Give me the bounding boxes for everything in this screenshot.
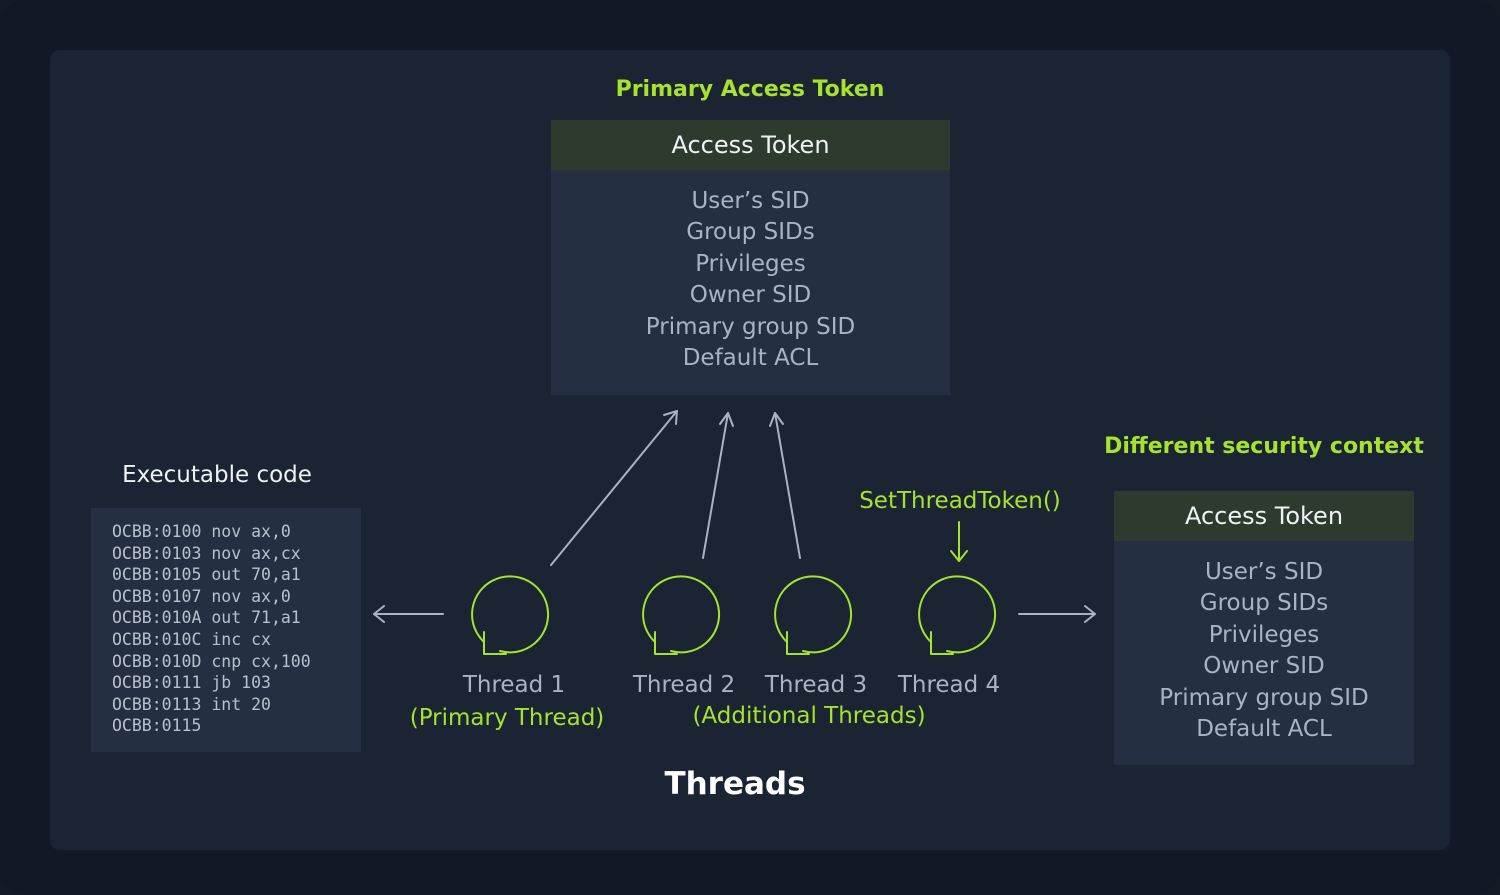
arrow-to-executable-code [373,605,444,623]
code-line: 0CBB:0105 out 70,a1 [112,565,301,585]
thread-1-label: Thread 1 [462,672,566,698]
token-field-user-sid: User’s SID [691,188,810,214]
code-line: OCBB:010D cnp cx,100 [112,651,311,671]
code-line: OCBB:0113 int 20 [112,694,271,714]
token-field-default-acl: Default ACL [1196,716,1332,743]
code-line: OCBB:0111 jb 103 [112,673,271,693]
token-field-owner-sid: Owner SID [689,282,812,309]
secondary-token-fields: User’s SID Group SIDs Privileges Owner S… [1114,541,1414,745]
token-field-group-sids: Group SIDs [686,219,815,246]
primary-token-title: Primary Access Token [615,77,885,102]
thread-4-icon [918,575,997,655]
set-thread-token-arrow [950,521,968,562]
thread-2-label: Thread 2 [632,672,736,698]
set-thread-token-label: SetThreadToken() [859,488,1061,514]
thread-3-icon [774,575,853,655]
executable-code-box: OCBB:0100 nov ax,0 OCBB:0103 nov ax,cx 0… [91,508,361,752]
token-field-privileges: Privileges [1208,621,1320,648]
arrow-to-different-context [1018,605,1096,623]
token-field-primary-group-sid: Primary group SID [1159,684,1369,711]
additional-threads-caption: (Additional Threads) [692,703,926,729]
arrow-thread3-to-token [769,412,801,559]
arrow-thread1-to-token [550,410,678,566]
token-field-user-sid: User’s SID [1204,559,1324,585]
thread-1-icon [471,575,550,655]
thread-4-label: Thread 4 [897,672,1001,698]
code-line: OCBB:010C inc cx [112,629,271,649]
code-line: OCBB:0115 [112,716,202,736]
token-field-primary-group-sid: Primary group SID [645,313,856,340]
primary-token-header: Access Token [551,120,950,170]
code-line: OCBB:0103 nov ax,cx [112,543,301,563]
secondary-access-token-box: Access Token User’s SID Group SIDs Privi… [1114,491,1414,765]
token-field-owner-sid: Owner SID [1203,653,1325,680]
code-line: OCBB:0100 nov ax,0 [112,522,291,541]
code-line: OCBB:010A out 71,a1 [112,608,301,628]
primary-thread-caption: (Primary Thread) [409,705,605,731]
arrow-thread2-to-token [702,412,734,559]
threads-title: Threads [664,766,806,802]
secondary-token-title: Different security context [1104,434,1424,459]
primary-access-token-box: Access Token User’s SID Group SIDs Privi… [551,120,950,395]
thread-3-label: Thread 3 [764,672,868,698]
thread-2-icon [642,575,721,655]
primary-token-fields: User’s SID Group SIDs Privileges Owner S… [551,170,950,374]
secondary-token-header: Access Token [1114,491,1414,541]
token-field-privileges: Privileges [695,250,806,277]
executable-code-title: Executable code [122,462,312,488]
token-field-default-acl: Default ACL [682,345,819,372]
code-line: OCBB:0107 nov ax,0 [112,586,291,606]
token-field-group-sids: Group SIDs [1199,590,1329,617]
